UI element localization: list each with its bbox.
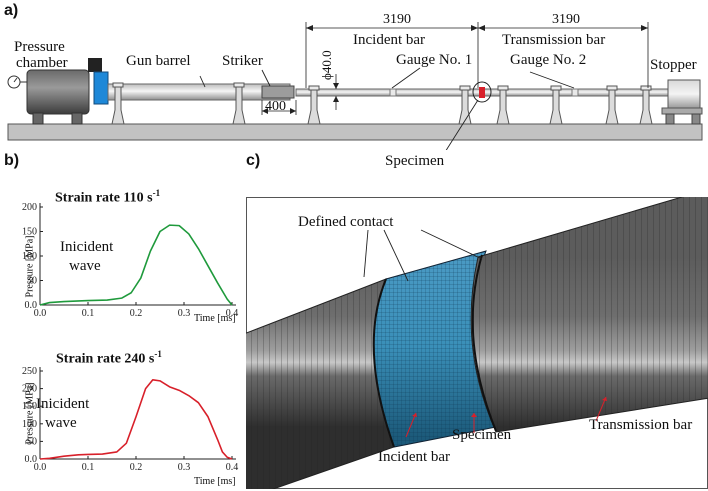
label-gauge-2: Gauge No. 2	[510, 52, 587, 68]
label-stopper: Stopper	[650, 57, 697, 73]
chart-240-y-tick-label: 150	[22, 401, 37, 412]
specimen-marker	[479, 87, 485, 98]
chart-240-x-tick-label: 0.0	[34, 462, 47, 473]
panel-a-letter: a)	[4, 2, 19, 19]
base-plate	[7, 123, 703, 141]
chart-110-x-tick-label: 0.3	[178, 308, 191, 319]
dim-striker: 400	[265, 99, 286, 114]
label-defined-contact: Defined contact	[298, 214, 394, 230]
chart-240-y-tick-label: 0.0	[25, 454, 38, 465]
dim-incident: 3190	[383, 12, 411, 27]
chart-240-annotation-1: Inicident	[36, 396, 90, 412]
chart-240-x-tick-label: 0.3	[178, 462, 191, 473]
chart-240-series-line	[39, 379, 233, 460]
label-striker: Striker	[222, 53, 263, 69]
chart-240-y-tick-label: 100	[22, 419, 37, 430]
dim-transmission: 3190	[552, 12, 580, 27]
fe-model-render	[246, 197, 708, 489]
panel-c-letter: c)	[246, 152, 261, 169]
chart-110-xlabel: Time [ms]	[194, 313, 236, 324]
chart-110-y-tick-label: 200	[22, 202, 37, 213]
label-fe-transmission-bar: Transmission bar	[589, 417, 693, 433]
chart-110-x-tick-label: 0.1	[82, 308, 95, 319]
chart-110-title: Strain rate 110 s-1	[55, 188, 161, 206]
setup-schematic	[7, 22, 703, 150]
chart-240-xlabel: Time [ms]	[194, 476, 236, 487]
label-fe-incident-bar: Incident bar	[378, 449, 451, 465]
chart-240-title: Strain rate 240 s-1	[56, 349, 162, 367]
chart-110-x-tick-label: 0.2	[130, 308, 143, 319]
chart-240-y-tick-label: 200	[22, 384, 37, 395]
label-fe-specimen: Specimen	[452, 427, 512, 443]
label-incident-bar: Incident bar	[353, 32, 426, 48]
striker	[261, 85, 295, 99]
chart-110-series-line	[39, 224, 233, 306]
chart-110-x-tick-label: 0.0	[34, 308, 47, 319]
chart-240-y-tick-label: 250	[22, 366, 37, 377]
chart-110-y-tick-label: 50	[27, 276, 37, 287]
label-pressure-chamber-1: Pressure	[14, 39, 65, 55]
chart-110-annotation-1: Inicident	[60, 239, 114, 255]
chart-110-x-tick-label: 0.4	[226, 308, 239, 319]
dim-diameter: ϕ40.0	[319, 50, 334, 80]
chart-240-annotation-2: wave	[45, 415, 77, 431]
bar-supports	[111, 83, 653, 125]
pressure-chamber	[26, 69, 90, 115]
label-gun-barrel: Gun barrel	[126, 53, 191, 69]
label-transmission-bar: Transmission bar	[502, 32, 606, 48]
chart-240-y-tick-label: 50	[27, 436, 37, 447]
chart-110-ylabel: Pressure [MPa]	[24, 235, 36, 298]
chart-110-annotation-2: wave	[69, 258, 101, 274]
valve-icon	[88, 58, 102, 72]
label-specimen: Specimen	[385, 153, 445, 169]
chart-240-ylabel: Pressure [MPa]	[24, 382, 36, 445]
chart-240-x-tick-label: 0.2	[130, 462, 143, 473]
chart-110-y-tick-label: 100	[22, 251, 37, 262]
chart-strain-240: 0.0 0.1 0.2 0.3 0.4 0.0 50 100 150 200 250	[22, 366, 238, 473]
label-pressure-chamber-2: chamber	[16, 55, 68, 71]
chart-240-x-tick-label: 0.1	[82, 462, 95, 473]
chart-110-y-tick-label: 150	[22, 227, 37, 238]
chart-110-y-tick-label: 0.0	[25, 300, 38, 311]
chart-240-x-tick-label: 0.4	[226, 462, 239, 473]
incident-bar	[295, 88, 481, 97]
stopper	[667, 79, 701, 109]
label-gauge-1: Gauge No. 1	[396, 52, 473, 68]
chart-strain-110: 0.0 0.1 0.2 0.3 0.4 0.0 50 100 150 200	[22, 202, 238, 319]
panel-b-letter: b)	[4, 152, 20, 169]
